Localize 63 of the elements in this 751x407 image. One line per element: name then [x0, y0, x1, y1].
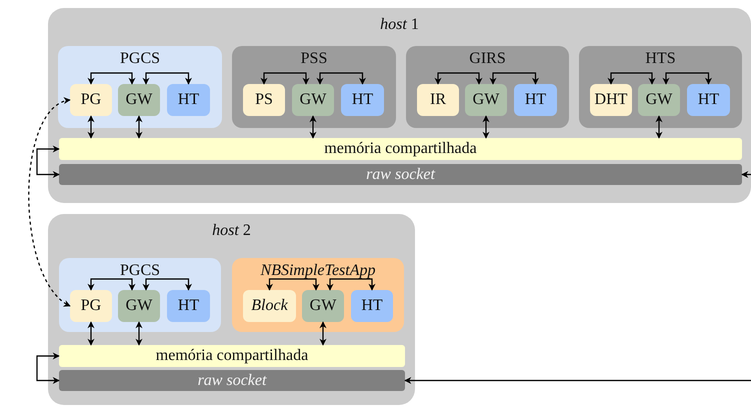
module-box: Block	[243, 290, 296, 322]
module-box: GW	[465, 84, 507, 116]
arrow	[741, 171, 751, 178]
module-box: HT	[341, 84, 384, 116]
host-title: host 1	[380, 16, 419, 34]
double-arrow	[136, 115, 142, 139]
group-panel	[406, 46, 569, 128]
group-title: PGCS	[120, 50, 160, 68]
dashed-arrow	[28, 98, 71, 306]
module-box: PS	[243, 84, 285, 116]
host-panel	[48, 8, 751, 203]
double-arrow	[88, 321, 94, 346]
module-box: GW	[638, 84, 680, 116]
module-box: IR	[417, 84, 459, 116]
group-panel	[232, 46, 396, 128]
double-arrow	[608, 72, 656, 85]
double-arrow	[36, 352, 60, 384]
double-arrow	[136, 321, 142, 346]
band-box: memória compartilhada	[59, 345, 405, 367]
group-panel	[58, 46, 222, 128]
double-arrow	[142, 278, 192, 291]
double-arrow	[490, 72, 539, 85]
host-title: host 2	[212, 222, 251, 240]
double-arrow	[310, 115, 316, 139]
module-box: GW	[118, 290, 160, 322]
band-box: raw socket	[59, 370, 405, 391]
module-box: HT	[351, 290, 393, 322]
double-arrow	[88, 278, 136, 291]
module-box: HT	[167, 290, 210, 322]
module-box: GW	[292, 84, 334, 116]
double-arrow	[88, 72, 136, 85]
host-panel	[48, 214, 415, 405]
double-arrow	[142, 72, 192, 85]
group-panel	[232, 258, 404, 332]
double-arrow	[482, 115, 490, 139]
double-arrow	[266, 278, 320, 291]
band-box: raw socket	[59, 164, 742, 185]
group-panel	[579, 46, 742, 128]
double-arrow	[656, 115, 662, 139]
double-arrow	[320, 321, 326, 346]
group-title: PGCS	[120, 262, 160, 280]
double-arrow	[434, 72, 482, 85]
double-arrow	[662, 72, 712, 85]
module-box: GW	[118, 84, 160, 116]
module-box: DHT	[590, 84, 632, 116]
group-title: HTS	[645, 50, 676, 68]
module-box: HT	[167, 84, 210, 116]
double-arrow	[88, 115, 94, 139]
module-box: GW	[302, 290, 344, 322]
double-arrow	[316, 72, 366, 85]
group-title: PSS	[300, 50, 328, 68]
arrow	[404, 377, 751, 384]
module-box: PG	[70, 290, 112, 322]
group-panel	[59, 258, 221, 332]
band-box: memória compartilhada	[59, 138, 742, 160]
module-box: HT	[687, 84, 730, 116]
module-box: HT	[514, 84, 557, 116]
double-arrow	[36, 146, 60, 178]
double-arrow	[260, 72, 310, 85]
group-title: NBSimpleTestApp	[260, 262, 376, 280]
module-box: PG	[70, 84, 112, 116]
group-title: GIRS	[469, 50, 506, 68]
double-arrow	[326, 278, 376, 291]
